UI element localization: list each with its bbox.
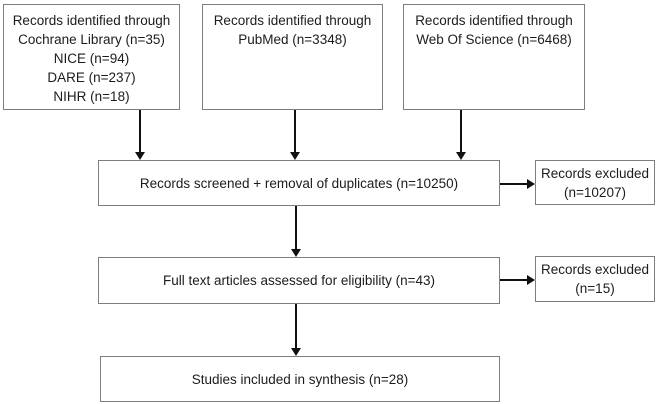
arrow-down-fulltext-to-included [291,304,301,356]
box-records-excluded-screening: Records excluded (n=10207) [535,160,655,205]
arrow-right-fulltext-to-excluded [500,275,535,285]
box-text-line: Records identified through [213,13,372,28]
box-text-line: Records excluded [540,262,650,277]
arrow-down-wos-to-screened [456,110,466,160]
box-text-line: Web Of Science (n=6468) [416,32,572,47]
box-records-identified-web-of-science: Records identified through Web Of Scienc… [403,4,585,110]
box-fulltext-assessed: Full text articles assessed for eligibil… [98,257,500,304]
arrow-down-cochrane-to-screened [135,110,145,160]
box-records-identified-pubmed: Records identified through PubMed (n=334… [202,4,383,110]
box-text-line: (n=15) [575,281,615,296]
arrow-down-screened-to-fulltext [291,206,301,257]
box-text-line: Studies included in synthesis (n=28) [191,371,409,387]
box-text-line: Records identified through [415,13,573,28]
box-text-line: Cochrane Library (n=35) [18,32,165,47]
box-text-line: PubMed (n=3348) [238,32,347,47]
box-text-line: Full text articles assessed for eligibil… [163,273,435,288]
box-text-line: NIHR (n=18) [53,89,130,104]
box-text-line: Records screened + removal of duplicates… [139,175,459,191]
box-records-excluded-fulltext: Records excluded (n=15) [535,256,655,302]
arrow-right-screened-to-excluded [500,179,535,189]
box-text-line: NICE (n=94) [53,51,130,66]
box-records-screened: Records screened + removal of duplicates… [98,160,500,206]
box-text-line: (n=10207) [564,184,626,200]
box-studies-included: Studies included in synthesis (n=28) [100,356,500,402]
box-text-line: DARE (n=237) [47,70,136,85]
box-text-line: Records excluded [540,165,650,181]
arrow-down-pubmed-to-screened [290,110,300,160]
box-text-line: Records identified through [12,13,171,28]
box-records-identified-cochrane: Records identified through Cochrane Libr… [3,4,180,110]
